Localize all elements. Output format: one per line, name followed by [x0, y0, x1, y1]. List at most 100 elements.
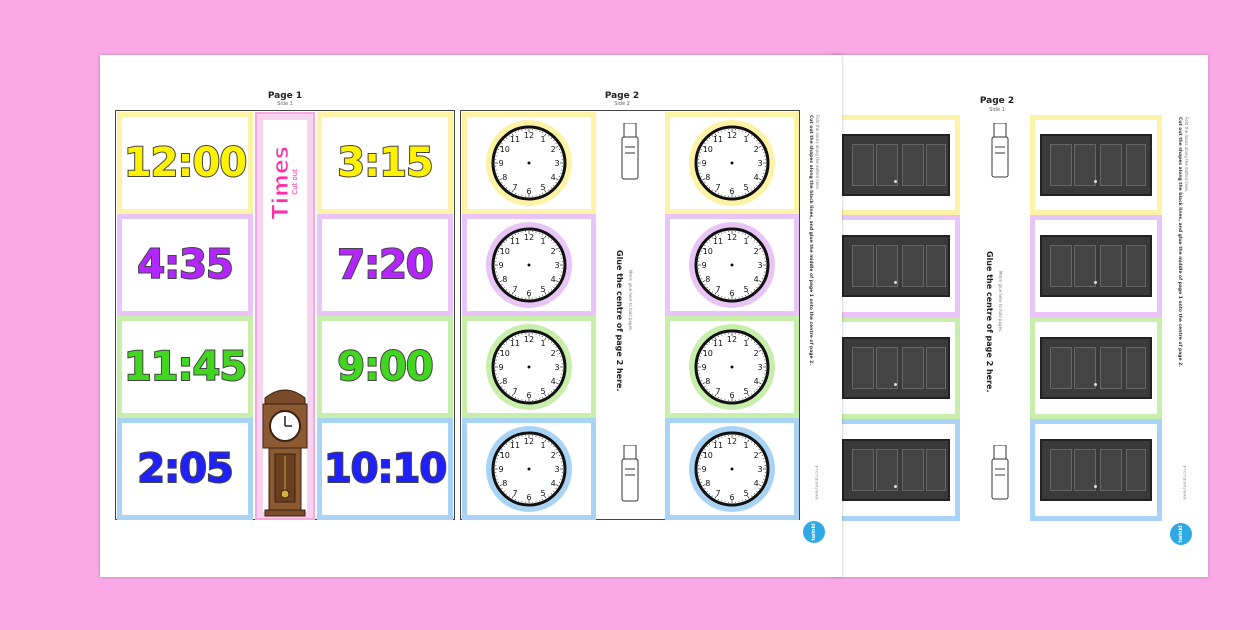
svg-text:12: 12 — [524, 335, 534, 344]
svg-text:11: 11 — [510, 441, 520, 450]
svg-text:1: 1 — [540, 339, 545, 348]
time-value: 4:35 — [136, 241, 234, 289]
svg-text:4: 4 — [754, 377, 759, 386]
door-card — [1030, 419, 1162, 521]
svg-text:4: 4 — [551, 377, 556, 386]
svg-text:3: 3 — [757, 465, 762, 474]
svg-text:2: 2 — [754, 247, 759, 256]
glue-instruction: Glue the centre of page 2 here. — [615, 250, 624, 392]
time-card: 11:45 — [117, 316, 253, 418]
svg-text:2: 2 — [754, 451, 759, 460]
glue-stick-icon — [621, 445, 639, 502]
svg-text:7: 7 — [512, 285, 517, 294]
svg-text:11: 11 — [713, 441, 723, 450]
svg-text:2: 2 — [551, 247, 556, 256]
svg-text:1: 1 — [743, 339, 748, 348]
svg-text:2: 2 — [551, 451, 556, 460]
door-image — [1040, 439, 1152, 501]
svg-text:11: 11 — [510, 339, 520, 348]
svg-text:3: 3 — [554, 363, 559, 372]
door-image — [1040, 235, 1152, 297]
door-image — [1040, 337, 1152, 399]
svg-text:10: 10 — [703, 145, 713, 154]
door-card — [1030, 115, 1162, 215]
svg-text:12: 12 — [727, 233, 737, 242]
svg-text:1: 1 — [540, 237, 545, 246]
svg-text:6: 6 — [526, 289, 531, 298]
door-image — [842, 235, 950, 297]
svg-text:5: 5 — [743, 285, 748, 294]
side-instruction: Cut out the shapes along the black lines… — [1177, 117, 1182, 367]
svg-text:9: 9 — [701, 465, 706, 474]
svg-text:7: 7 — [715, 285, 720, 294]
svg-text:3: 3 — [757, 261, 762, 270]
svg-text:2: 2 — [754, 145, 759, 154]
svg-text:8: 8 — [705, 377, 710, 386]
svg-text:6: 6 — [729, 289, 734, 298]
svg-text:10: 10 — [703, 349, 713, 358]
website-url: www.twinkl.co.uk — [814, 465, 819, 500]
svg-text:1: 1 — [743, 135, 748, 144]
svg-text:3: 3 — [757, 363, 762, 372]
svg-text:5: 5 — [540, 183, 545, 192]
svg-text:3: 3 — [554, 261, 559, 270]
svg-text:7: 7 — [715, 387, 720, 396]
svg-text:4: 4 — [551, 173, 556, 182]
svg-text:9: 9 — [498, 159, 503, 168]
svg-text:10: 10 — [500, 145, 510, 154]
page-2-title: Page 2 — [604, 91, 640, 101]
side-instruction: Cut out the shapes along the black lines… — [808, 115, 813, 365]
svg-text:3: 3 — [554, 465, 559, 474]
svg-text:10: 10 — [500, 349, 510, 358]
glue-instruction: Glue the centre of page 2 here. — [985, 251, 994, 393]
svg-text:7: 7 — [512, 183, 517, 192]
time-card: 2:05 — [117, 418, 253, 520]
svg-text:1: 1 — [743, 237, 748, 246]
svg-text:5: 5 — [743, 387, 748, 396]
glue-note: Mmm glue here to hold pages. — [998, 271, 1003, 333]
glue-note: Mmm glue here to hold pages. — [628, 270, 633, 332]
svg-text:12: 12 — [524, 131, 534, 140]
svg-text:6: 6 — [526, 391, 531, 400]
door-card — [1030, 317, 1162, 419]
svg-text:9: 9 — [498, 465, 503, 474]
svg-text:6: 6 — [526, 493, 531, 502]
side-note: Fold the doors along the dotted lines. — [815, 115, 820, 190]
time-value: 2:05 — [136, 445, 234, 493]
svg-text:11: 11 — [713, 339, 723, 348]
side-note: Fold the doors along the dotted lines. — [1184, 117, 1189, 192]
grandfather-clock-icon — [262, 389, 308, 517]
page-2-frame — [460, 110, 800, 520]
sheet-front: Page 1 Side 1 12:00 4:35 11:45 2:05 Time… — [100, 55, 842, 577]
svg-text:6: 6 — [729, 391, 734, 400]
page-1-title: Page 1 — [267, 91, 303, 101]
door-image — [1040, 134, 1152, 196]
svg-text:7: 7 — [715, 183, 720, 192]
svg-text:6: 6 — [729, 187, 734, 196]
svg-text:10: 10 — [703, 451, 713, 460]
time-value: 3:15 — [336, 139, 434, 187]
door-card — [832, 115, 960, 215]
svg-text:10: 10 — [703, 247, 713, 256]
svg-text:6: 6 — [526, 187, 531, 196]
door-card — [832, 317, 960, 419]
glue-stick-icon — [991, 123, 1009, 178]
time-card: 12:00 — [117, 112, 253, 214]
twinkl-logo: twinkl — [803, 521, 825, 543]
twinkl-logo: twinkl — [1170, 523, 1192, 545]
time-card: 9:00 — [317, 316, 453, 418]
svg-text:1: 1 — [540, 135, 545, 144]
title-strip: Times Cut out — [255, 112, 315, 520]
time-card: 4:35 — [117, 214, 253, 316]
svg-text:5: 5 — [743, 489, 748, 498]
svg-text:12: 12 — [727, 335, 737, 344]
sheet-page-3: Page 2 Side 1 Glue the centre of page 2 … — [832, 55, 1208, 577]
svg-text:2: 2 — [754, 349, 759, 358]
